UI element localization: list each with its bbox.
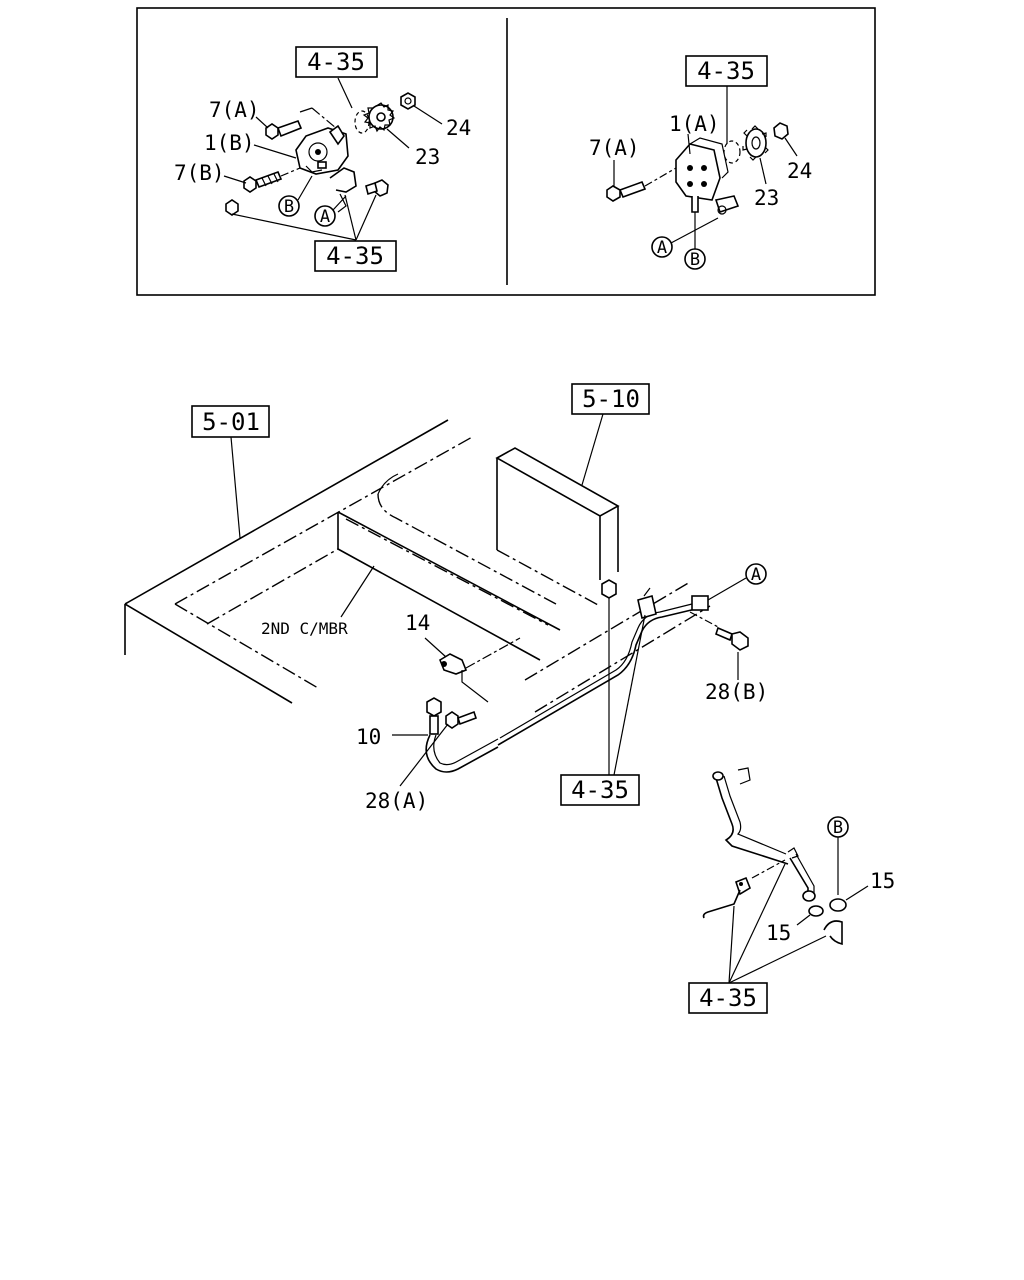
- label-28a: 28(A): [365, 789, 428, 813]
- nut-small-icon: [225, 199, 239, 216]
- svg-text:B: B: [690, 250, 700, 270]
- bolt-7b-icon: [243, 170, 283, 193]
- nut-icon: [601, 579, 617, 599]
- bolt-7a-icon: [265, 119, 303, 140]
- label-1b: 1(B): [204, 131, 255, 155]
- ref-box-4-35-right[interactable]: 4-35: [685, 55, 768, 87]
- clamp-icon: [808, 905, 824, 917]
- label-24: 24: [787, 159, 812, 183]
- crossmember-label: 2ND C/MBR: [261, 619, 348, 638]
- chassis-frame: [124, 419, 711, 713]
- gear-icon: [742, 125, 769, 161]
- ref-box-5-01[interactable]: 5-01: [191, 405, 270, 438]
- ref-label: 4-35: [697, 57, 755, 85]
- svg-text:A: A: [657, 238, 667, 258]
- clamp-icon: [829, 898, 847, 912]
- label-24: 24: [446, 116, 471, 140]
- bolt-7a-icon: [606, 180, 647, 202]
- connector-b-right[interactable]: B: [684, 248, 706, 270]
- fuel-hose-icon: [425, 587, 709, 773]
- label-23: 23: [415, 145, 440, 169]
- bolt-28b-icon: [715, 626, 749, 651]
- nut-icon: [773, 122, 789, 140]
- connector-a-main[interactable]: A: [745, 563, 767, 585]
- connector-b-detail[interactable]: B: [827, 816, 849, 838]
- ref-box-4-35-left-bottom[interactable]: 4-35: [314, 240, 397, 272]
- ref-label: 5-10: [582, 385, 640, 413]
- ref-box-4-35-detail[interactable]: 4-35: [688, 982, 768, 1014]
- pipe-icon: [712, 767, 816, 902]
- bolt-28a-icon: [426, 697, 478, 735]
- bolt-small-icon: [365, 179, 389, 197]
- connector-a-left[interactable]: A: [314, 205, 336, 227]
- label-7b: 7(B): [174, 161, 225, 185]
- bracket-icon: [329, 167, 357, 193]
- inset-frame: [136, 7, 876, 296]
- right-inset: 4-35 1(A) 7(A): [589, 55, 812, 270]
- ref-box-5-10[interactable]: 5-10: [571, 383, 650, 415]
- label-15-top: 15: [870, 869, 895, 893]
- ref-label: 4-35: [307, 48, 365, 76]
- left-inset: 4-35 23 24 7: [174, 46, 471, 272]
- ref-box-4-35-main[interactable]: 4-35: [560, 774, 640, 806]
- ref-label: 4-35: [699, 984, 757, 1012]
- pump-body-icon: [295, 124, 349, 175]
- ref-label: 4-35: [326, 242, 384, 270]
- ref-label: 5-01: [202, 408, 260, 436]
- gear-icon: [362, 102, 396, 133]
- hose-end-icon: [823, 920, 843, 946]
- o-ring-icon: [354, 110, 370, 134]
- label-28b: 28(B): [705, 680, 768, 704]
- label-7a: 7(A): [209, 98, 260, 122]
- clip-icon: [439, 653, 468, 675]
- bracket-icon: [702, 876, 751, 919]
- label-15-bottom: 15: [766, 921, 791, 945]
- label-14: 14: [405, 611, 430, 635]
- o-ring-icon: [723, 140, 741, 164]
- label-10: 10: [356, 725, 381, 749]
- svg-text:A: A: [751, 565, 761, 585]
- label-7a: 7(A): [589, 136, 640, 160]
- ref-box-4-35-left-top[interactable]: 4-35: [295, 46, 378, 78]
- nut-icon: [400, 92, 416, 110]
- detail-diagram: B 15 15 4-35: [688, 767, 895, 1014]
- pump-body-icon: [675, 137, 740, 215]
- connector-b-left[interactable]: B: [278, 195, 300, 217]
- svg-text:B: B: [284, 197, 294, 217]
- label-23: 23: [754, 186, 779, 210]
- main-diagram: 5-01 2ND C/MBR 5-10: [124, 383, 768, 813]
- connector-a-right[interactable]: A: [651, 236, 673, 258]
- svg-text:B: B: [833, 818, 843, 838]
- ref-label: 4-35: [571, 776, 629, 804]
- label-1a: 1(A): [669, 112, 720, 136]
- fuel-tank-icon: [495, 447, 620, 607]
- svg-text:A: A: [320, 207, 330, 227]
